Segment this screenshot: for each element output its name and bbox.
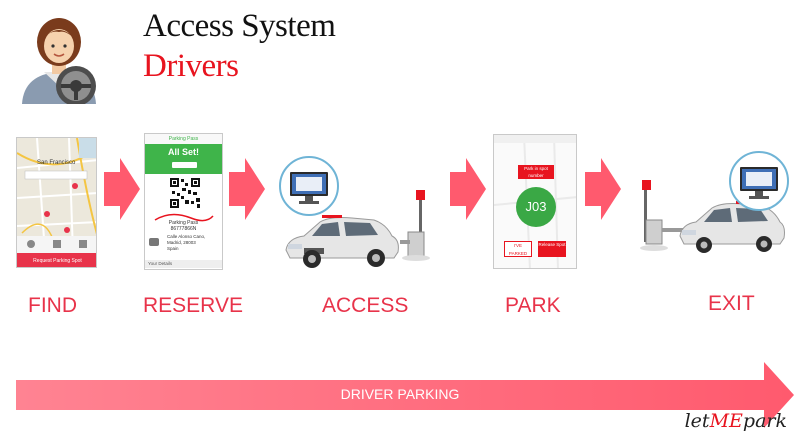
spot-number: J03 xyxy=(525,199,547,214)
reserve-nav-title: Parking Pass xyxy=(145,134,222,144)
pass-code: 86777866N xyxy=(170,226,197,232)
brand-suffix: park xyxy=(742,410,787,432)
flow-arrow-4 xyxy=(585,158,621,220)
driver-avatar-icon xyxy=(14,14,104,106)
car-icon xyxy=(282,210,402,270)
release-spot-button[interactable]: Release Spot xyxy=(538,241,566,257)
address-line-1: Calle Alonso Cano, xyxy=(167,234,206,239)
driver-parking-arrow xyxy=(16,362,794,428)
barrier-gate-icon xyxy=(628,176,688,256)
address-line-3: Spain xyxy=(167,246,179,251)
address-block: Calle Alonso Cano, Madrid, 28003 Spain xyxy=(145,234,222,260)
find-screen: San Francisco Request Parking Spot xyxy=(16,137,97,268)
request-parking-button[interactable]: Request Parking Spot xyxy=(17,253,96,267)
page-title: Access System xyxy=(143,8,336,44)
reserve-screen: Parking Pass All Set! xyxy=(144,133,223,270)
monitor-icon xyxy=(278,155,340,217)
address-line-2: Madrid, 28003 xyxy=(167,240,196,245)
step-label-park: PARK xyxy=(505,294,561,317)
page-subtitle: Drivers xyxy=(143,48,239,84)
driver-parking-label: DRIVER PARKING xyxy=(340,386,460,402)
scribble-highlight xyxy=(154,213,214,222)
banner-button[interactable] xyxy=(172,162,197,168)
step-label-reserve: RESERVE xyxy=(143,294,243,317)
all-set-banner: All Set! xyxy=(145,144,222,174)
map-city-label: San Francisco xyxy=(37,160,76,166)
flow-arrow-1 xyxy=(104,158,140,220)
parked-button[interactable]: I'VE PARKED xyxy=(504,241,532,257)
brand-me: ME xyxy=(709,410,743,432)
step-label-exit: EXIT xyxy=(708,292,755,315)
car-thumb-icon xyxy=(149,238,159,246)
section-header: Your Details xyxy=(145,260,222,268)
park-screen: Park in spot number J03 I'VE PARKED Rele… xyxy=(493,134,577,269)
flow-arrow-3 xyxy=(450,158,486,220)
pass-title: Parking Pass xyxy=(168,220,199,226)
brand-logo: letMEpark xyxy=(685,410,787,432)
banner-text: All Set! xyxy=(167,147,199,157)
brand-prefix: let xyxy=(684,410,710,432)
step-label-find: FIND xyxy=(28,294,77,317)
flow-arrow-2 xyxy=(229,158,265,220)
barrier-gate-icon xyxy=(398,186,438,266)
step-label-access: ACCESS xyxy=(322,294,409,317)
qr-code-icon xyxy=(145,174,222,214)
park-spot-number-button[interactable]: Park in spot number xyxy=(518,165,554,179)
map: San Francisco xyxy=(17,138,96,254)
monitor-icon xyxy=(728,150,790,212)
spot-badge: J03 xyxy=(516,187,556,227)
